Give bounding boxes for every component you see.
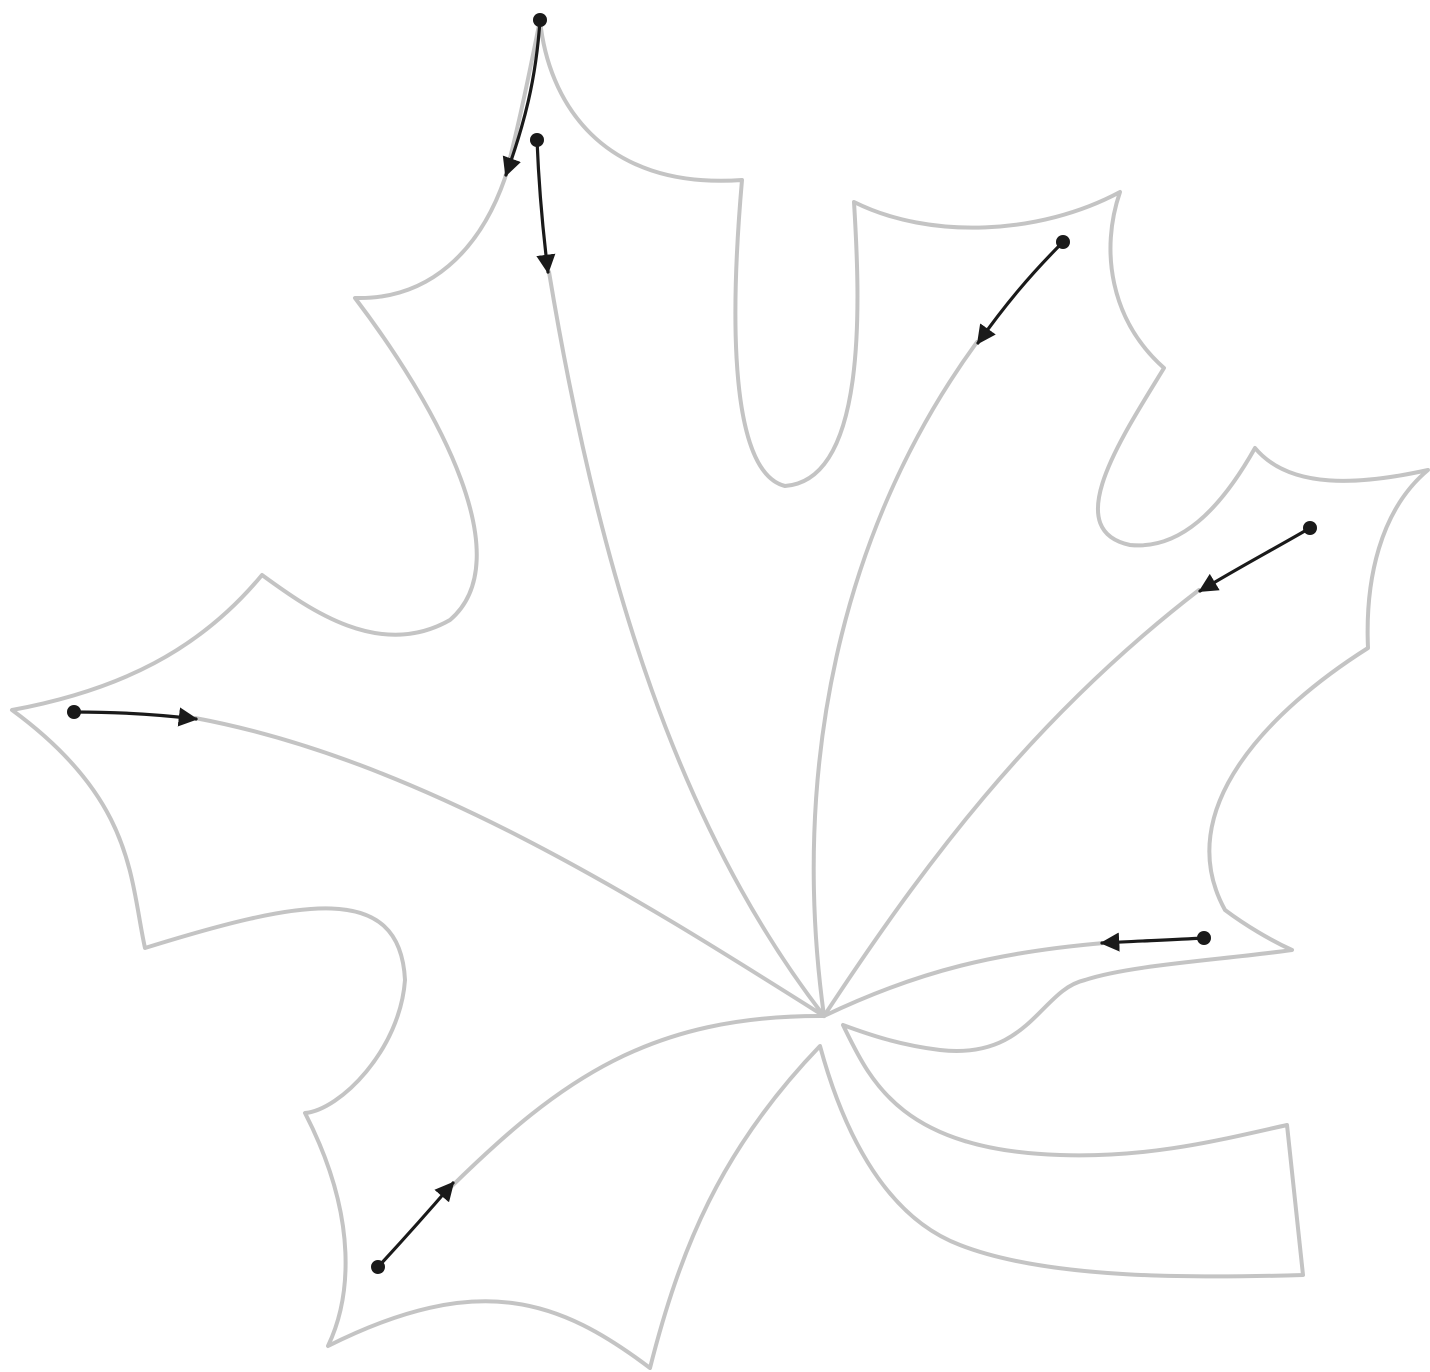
- arrows: [67, 13, 1317, 1274]
- arrow-right: [1200, 521, 1317, 591]
- arrow-left: [67, 705, 196, 719]
- veins: [195, 272, 1199, 1186]
- arrow-right-line: [1200, 528, 1310, 591]
- arrow-lower-right: [1102, 931, 1211, 945]
- arrow-upper-right-dot: [1056, 235, 1070, 249]
- arrow-lower-left-line: [378, 1183, 453, 1267]
- arrow-lower-left: [371, 1183, 453, 1274]
- arrow-top-inner: [530, 133, 548, 272]
- arrow-lower-left-dot: [371, 1260, 385, 1274]
- arrow-top-inner-dot: [530, 133, 544, 147]
- arrow-left-line: [74, 712, 196, 719]
- arrow-lower-right-line: [1102, 938, 1204, 943]
- arrow-top-inner-line: [537, 140, 548, 272]
- vein-lower-left: [452, 1016, 824, 1186]
- arrow-right-dot: [1303, 521, 1317, 535]
- arrow-left-dot: [67, 705, 81, 719]
- vein-upper-left: [549, 272, 824, 1016]
- arrow-upper-right: [978, 235, 1070, 343]
- arrow-lower-right-dot: [1197, 931, 1211, 945]
- leaf-outline: [12, 20, 1428, 1368]
- arrow-upper-right-line: [978, 242, 1063, 343]
- arrow-top-outer-dot: [533, 13, 547, 27]
- vein-right: [824, 590, 1199, 1016]
